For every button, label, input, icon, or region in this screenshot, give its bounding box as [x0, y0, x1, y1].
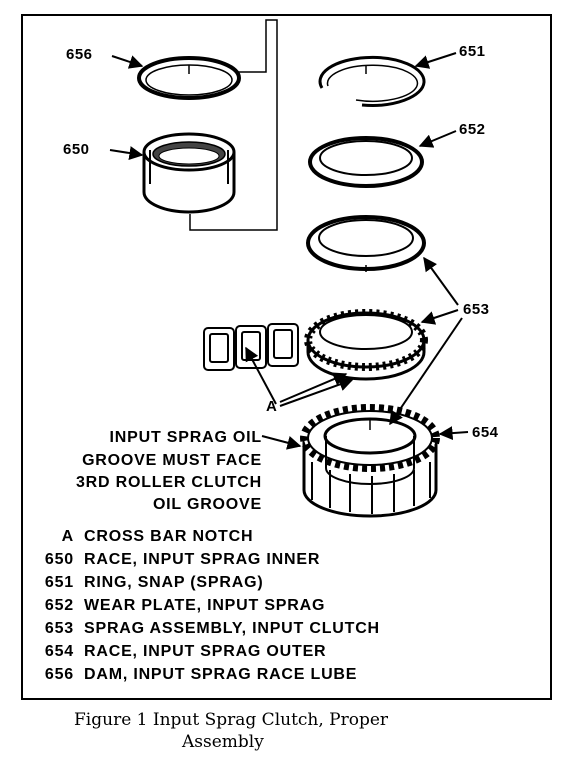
part-656-dam-ring	[137, 56, 241, 100]
assembly-connector-line	[189, 19, 278, 231]
leader-lines	[109, 52, 469, 450]
legend-desc: RACE, INPUT SPRAG INNER	[84, 550, 321, 568]
parts-legend: A CROSS BAR NOTCH 650 RACE, INPUT SPRAG …	[36, 525, 380, 686]
figure-caption: Figure 1 Input Sprag Clutch, Proper Asse…	[74, 709, 504, 753]
legend-row: 651 RING, SNAP (SPRAG)	[36, 571, 380, 594]
callout-652: 652	[459, 121, 486, 138]
legend-desc: RING, SNAP (SPRAG)	[84, 573, 264, 591]
legend-key: 652	[44, 596, 74, 614]
callout-654: 654	[472, 424, 499, 441]
legend-key: A	[61, 527, 74, 545]
legend-key: 651	[44, 573, 74, 591]
legend-row: 654 RACE, INPUT SPRAG OUTER	[36, 640, 380, 663]
sprag-blocks	[203, 323, 299, 371]
figure-frame	[21, 14, 552, 700]
part-651-snap-ring	[318, 55, 426, 107]
legend-row: 650 RACE, INPUT SPRAG INNER	[36, 548, 380, 571]
legend-desc: SPRAG ASSEMBLY, INPUT CLUTCH	[84, 619, 380, 637]
callout-a: A	[266, 398, 278, 415]
part-653-sprag-cage	[304, 309, 428, 381]
callout-656: 656	[66, 46, 93, 63]
callout-650: 650	[63, 141, 90, 158]
part-650-inner-race	[142, 132, 236, 214]
legend-key: 656	[44, 665, 74, 683]
note-line-3: 3RD ROLLER CLUTCH	[75, 474, 262, 491]
note-line-2: GROOVE MUST FACE	[82, 452, 262, 469]
legend-desc: DAM, INPUT SPRAG RACE LUBE	[84, 665, 358, 683]
legend-row: 653 SPRAG ASSEMBLY, INPUT CLUTCH	[36, 617, 380, 640]
part-653-thrust-plate	[306, 215, 426, 272]
part-652-wear-plate	[308, 136, 424, 188]
legend-row: 656 DAM, INPUT SPRAG RACE LUBE	[36, 663, 380, 686]
legend-row: A CROSS BAR NOTCH	[36, 525, 380, 548]
legend-key: 654	[44, 642, 74, 660]
callout-651: 651	[459, 43, 486, 60]
legend-desc: RACE, INPUT SPRAG OUTER	[84, 642, 327, 660]
legend-desc: CROSS BAR NOTCH	[84, 527, 254, 545]
legend-desc: WEAR PLATE, INPUT SPRAG	[84, 596, 326, 614]
legend-key: 653	[44, 619, 74, 637]
legend-key: 650	[44, 550, 74, 568]
legend-row: 652 WEAR PLATE, INPUT SPRAG	[36, 594, 380, 617]
part-654-outer-race	[300, 404, 440, 518]
caption-line-1: Figure 1 Input Sprag Clutch, Proper	[74, 710, 389, 730]
caption-line-2: Assembly	[182, 732, 264, 752]
note-line-1: INPUT SPRAG OIL	[109, 429, 262, 446]
callout-653: 653	[463, 301, 490, 318]
note-line-4: OIL GROOVE	[152, 496, 262, 513]
